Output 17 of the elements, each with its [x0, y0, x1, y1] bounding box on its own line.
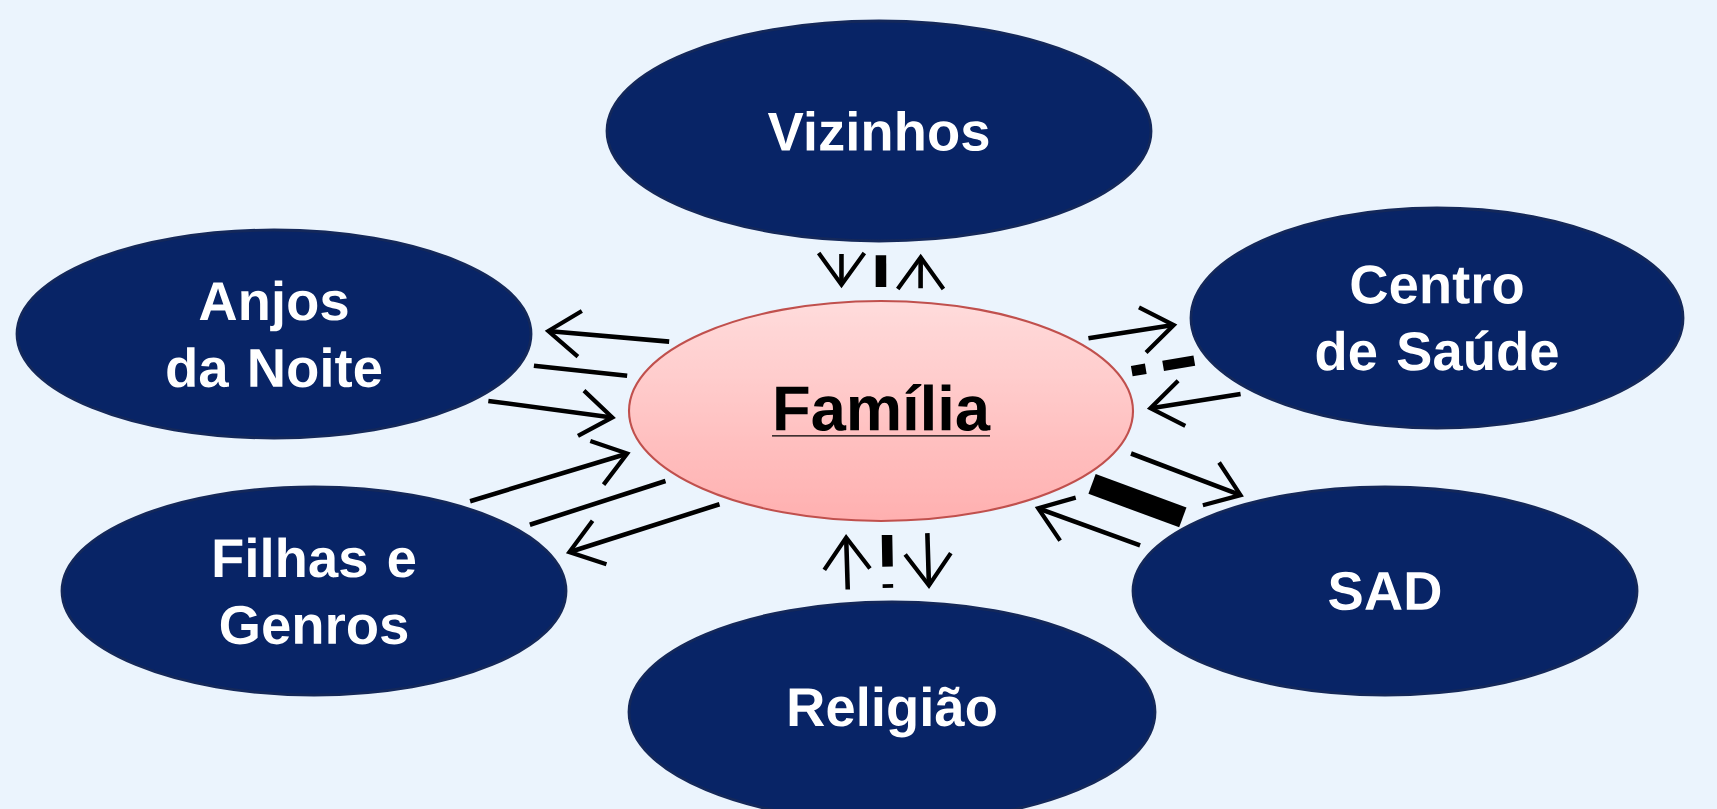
- connector-line: [875, 255, 887, 287]
- ellipse-node: Filhas e Genros: [60, 485, 568, 697]
- arrow: [469, 438, 631, 504]
- arrow: [565, 502, 721, 567]
- connector-line: [1130, 355, 1196, 377]
- arrow: [1130, 451, 1244, 508]
- connector-line: [881, 534, 894, 589]
- arrow: [1034, 495, 1141, 548]
- connector-line: [529, 478, 667, 527]
- connector-line: [533, 363, 628, 379]
- ellipse-node: Anjos da Noite: [15, 228, 533, 440]
- arrow: [488, 389, 616, 438]
- ellipse-node: Religião: [627, 600, 1157, 809]
- ellipse-node: Vizinhos: [605, 19, 1153, 243]
- ellipse-node: SAD: [1131, 485, 1639, 697]
- arrow: [544, 309, 670, 359]
- ellipse-node: Centro de Saúde: [1189, 206, 1685, 430]
